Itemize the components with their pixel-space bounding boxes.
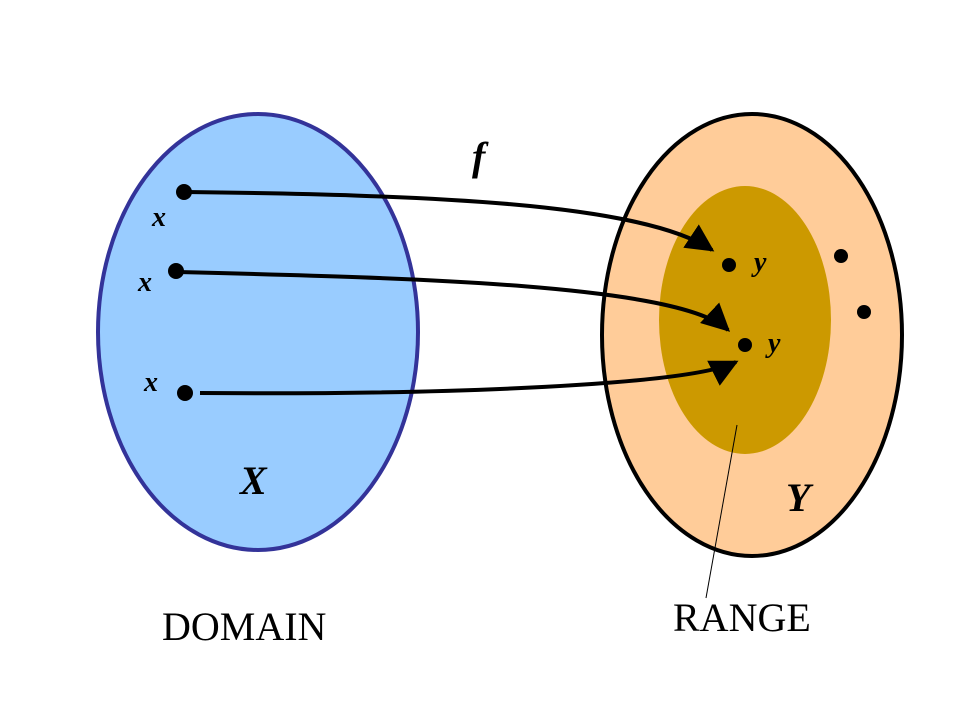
mapping-arrow-1 — [185, 190, 715, 252]
range-point-label-1: y — [751, 247, 767, 278]
mapping-arrow-3 — [199, 360, 739, 396]
domain-point-1 — [176, 184, 192, 200]
range-caption: RANGE — [673, 595, 811, 640]
range-point-1 — [722, 258, 736, 272]
domain-point-label-1: x — [151, 202, 166, 233]
codomain-point-2 — [857, 305, 871, 319]
function-label: f — [472, 134, 489, 179]
domain-point-2 — [168, 263, 184, 279]
range-point-label-2: y — [765, 328, 781, 359]
codomain-point-1 — [834, 249, 848, 263]
mapping-arrow-2 — [177, 270, 731, 332]
domain-point-label-3: x — [143, 367, 158, 398]
domain-set-ellipse — [96, 112, 420, 552]
domain-caption: DOMAIN — [162, 604, 326, 649]
range-point-2 — [738, 338, 752, 352]
domain-set-name: X — [238, 458, 268, 503]
codomain-set-name: Y — [786, 475, 814, 520]
domain-point-3 — [177, 385, 193, 401]
range-set-ellipse — [659, 186, 831, 454]
range-leader-line — [705, 424, 738, 599]
domain-point-label-2: x — [137, 267, 152, 298]
